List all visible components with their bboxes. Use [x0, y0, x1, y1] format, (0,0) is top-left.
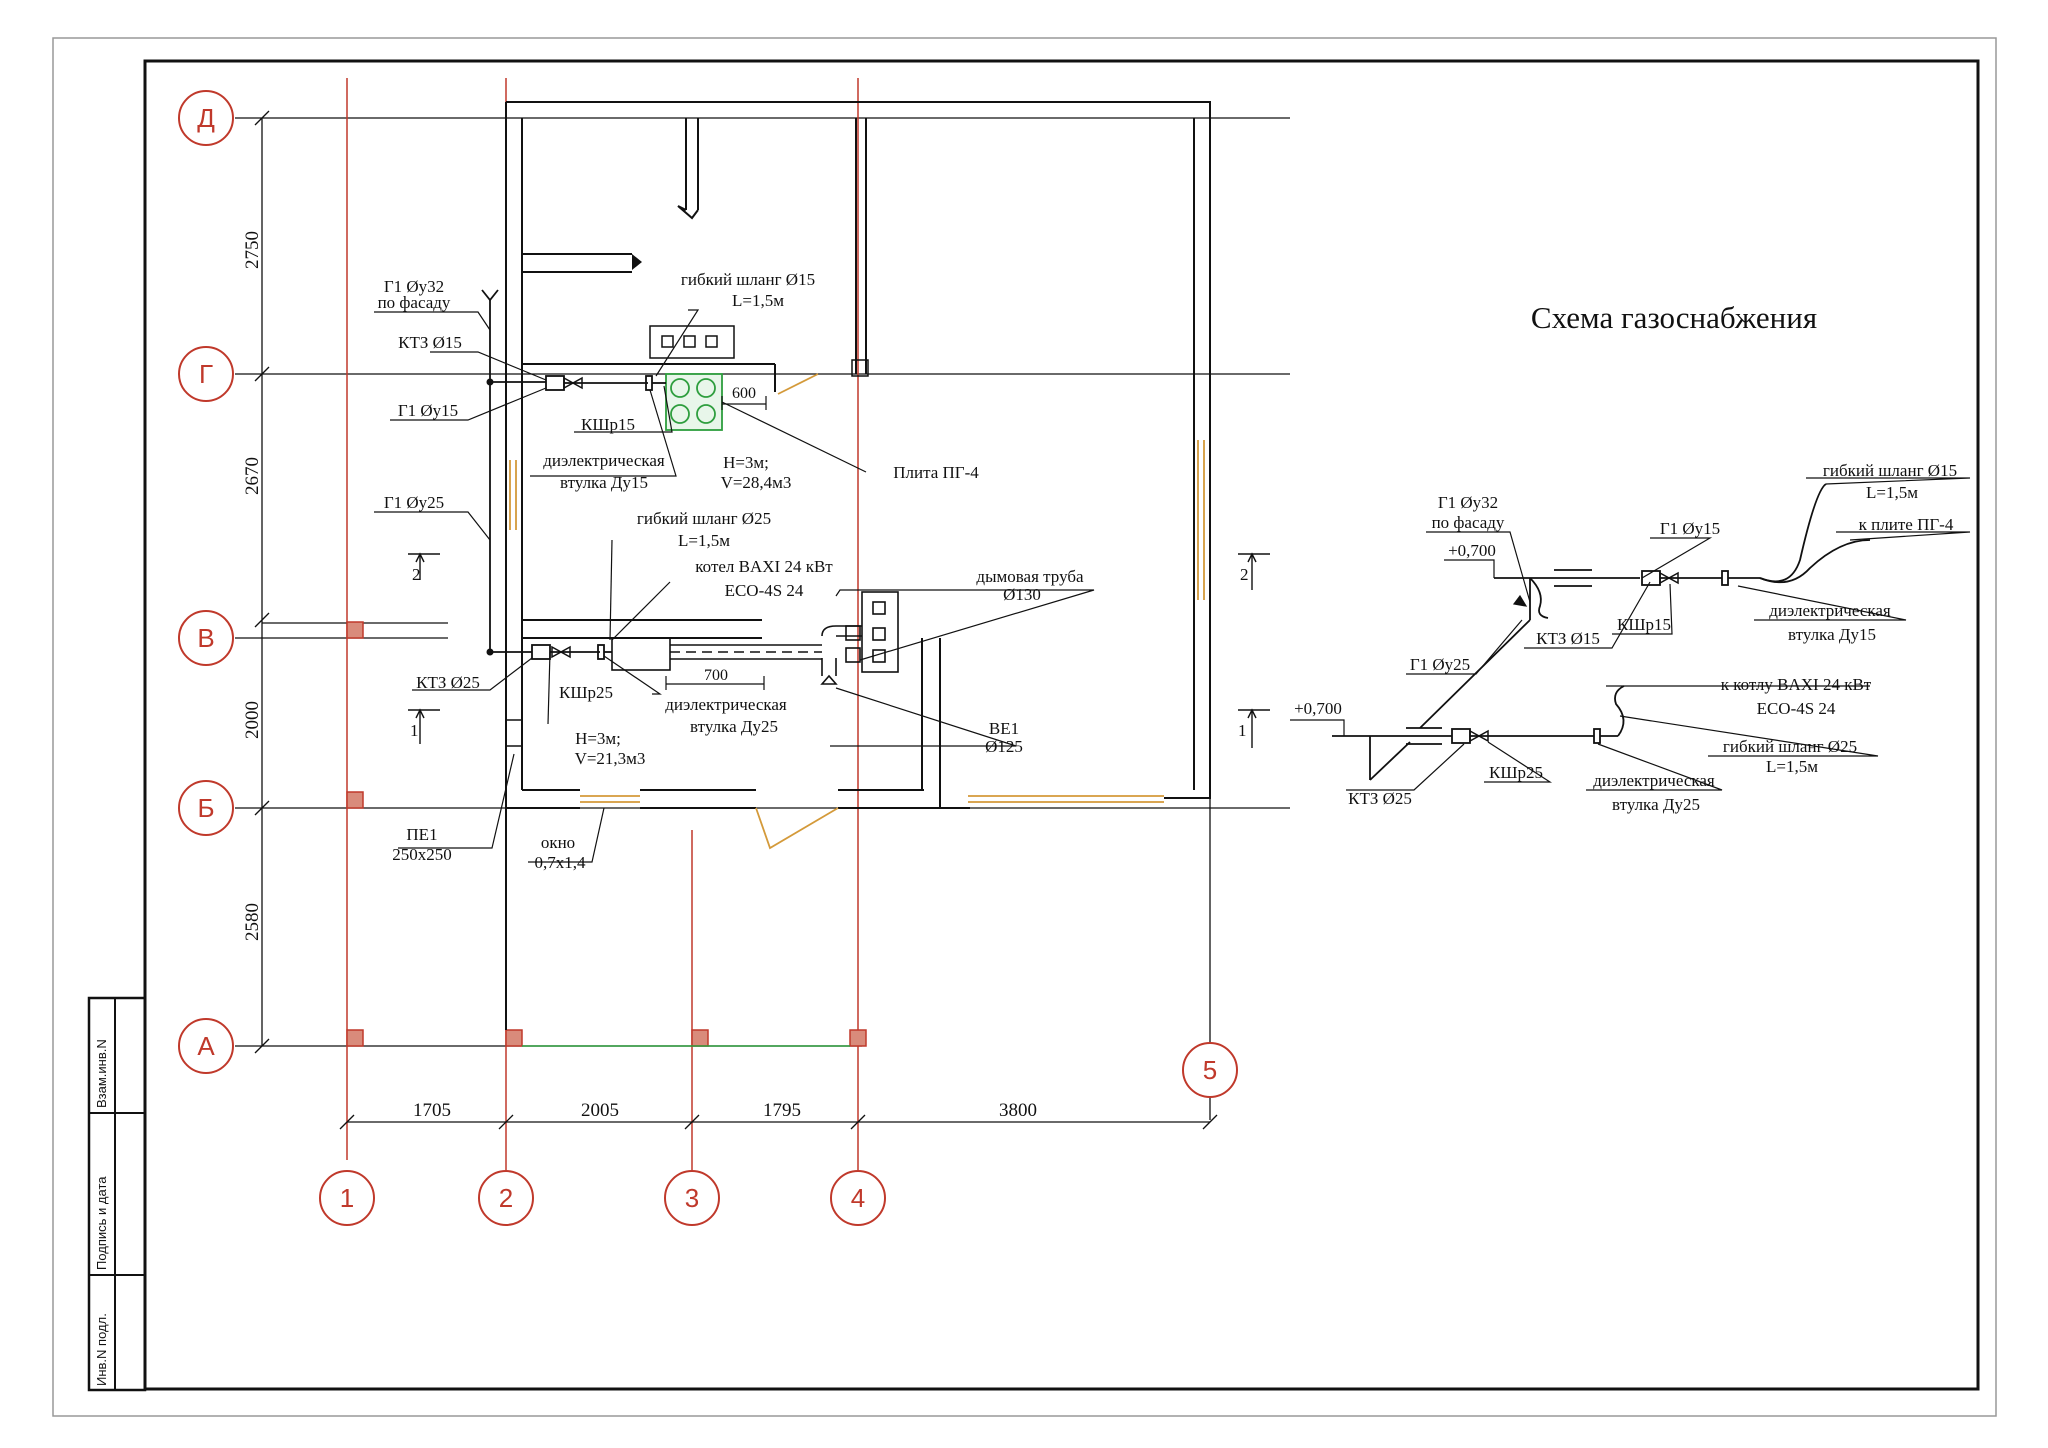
- dim-2670: 2670: [242, 457, 263, 495]
- plan-section-1-right: 1: [1238, 721, 1247, 740]
- axis-row-a: А: [197, 1031, 215, 1061]
- plan-diel25-size: втулка Ду25: [690, 717, 778, 736]
- scheme-diel15: диэлектрическая: [1769, 601, 1891, 620]
- axis-row-b: Б: [197, 793, 214, 823]
- column-markers: [346, 621, 867, 1047]
- plan-diel15: диэлектрическая: [543, 451, 665, 470]
- dim-600: 600: [732, 385, 756, 402]
- plan-g1-32-facade: по фасаду: [378, 293, 451, 312]
- stove: [649, 325, 735, 431]
- plan-kshr15: КШр15: [581, 415, 635, 434]
- side-stamp: Взам.инв.N Подпись и дата Инв.N подл.: [87, 996, 147, 1392]
- plan-diel15-size: втулка Ду15: [560, 473, 648, 492]
- plan-stove-label: Плита ПГ-4: [893, 463, 979, 482]
- scheme-hose15: гибкий шланг Ø15: [1823, 461, 1957, 480]
- plan-ktz25: КТЗ Ø25: [416, 673, 480, 692]
- stamp-inv: Инв.N подл.: [94, 1313, 109, 1386]
- scheme-g1-15: Г1 Øу15: [1660, 519, 1720, 538]
- plan-be1-diameter: Ø125: [985, 737, 1023, 756]
- plan-room2-volume: V=21,3м3: [575, 749, 646, 768]
- plan-hose25: гибкий шланг Ø25: [637, 509, 771, 528]
- axis-col-1: 1: [340, 1183, 354, 1213]
- inner-frame: [143, 59, 1980, 1391]
- scheme-diel25: диэлектрическая: [1593, 771, 1715, 790]
- walls: [505, 101, 1211, 1030]
- scheme-hose25: гибкий шланг Ø25: [1723, 737, 1857, 756]
- plan-flue: дымовая труба: [976, 567, 1084, 586]
- plan-kshr25: КШр25: [559, 683, 613, 702]
- scheme-valves: [1469, 571, 1679, 743]
- outer-frame: [52, 37, 1997, 1417]
- vertical-dim-ticks: [254, 110, 270, 1054]
- axis-row-v: В: [197, 623, 214, 653]
- plan-g1-32: Г1 Øу32: [384, 277, 444, 296]
- dim-2580: 2580: [242, 903, 263, 941]
- dim-2005: 2005: [581, 1100, 619, 1121]
- openings: [509, 373, 1205, 850]
- axis-row-d: Д: [197, 103, 215, 133]
- plan-hose15-length: L=1,5м: [732, 291, 784, 310]
- scheme-g1-32-facade: по фасаду: [1432, 513, 1505, 532]
- scheme-g1-32: Г1 Øу32: [1438, 493, 1498, 512]
- scheme-hose25-length: L=1,5м: [1766, 757, 1818, 776]
- scheme-to-boiler-model: ECO-4S 24: [1757, 699, 1836, 718]
- axis-col-2: 2: [499, 1183, 513, 1213]
- dim-1705: 1705: [413, 1100, 451, 1121]
- axis-col-5: 5: [1203, 1055, 1217, 1085]
- stamp-vzam: Взам.инв.N: [94, 1039, 109, 1108]
- section-marks: [408, 552, 1270, 748]
- scheme-to-boiler: к котлу BAXI 24 кВт: [1721, 675, 1872, 694]
- dim-3800: 3800: [999, 1100, 1037, 1121]
- boiler: [611, 591, 899, 685]
- plan-window: окно: [541, 833, 575, 852]
- plan-be1: ВЕ1: [989, 719, 1019, 738]
- plan-flue-diameter: Ø130: [1003, 585, 1041, 604]
- plan-g1-25: Г1 Øу25: [384, 493, 444, 512]
- plan-pe1-size: 250х250: [392, 845, 452, 864]
- axis-col-3: 3: [685, 1183, 699, 1213]
- scheme-elev-bottom: +0,700: [1294, 699, 1342, 718]
- scheme-kshr25: КШр25: [1489, 763, 1543, 782]
- plan-hose25-length: L=1,5м: [678, 531, 730, 550]
- drawing-title: Схема газоснабжения: [1531, 300, 1817, 335]
- plan-section-2-right: 2: [1240, 565, 1249, 584]
- scheme-elev-top: +0,700: [1448, 541, 1496, 560]
- plan-pe1: ПЕ1: [406, 825, 437, 844]
- scheme-ktz15: КТЗ Ø15: [1536, 629, 1600, 648]
- scheme-leaders: [1290, 477, 1971, 791]
- scheme-diel25-size: втулка Ду25: [1612, 795, 1700, 814]
- dim-2750: 2750: [242, 231, 263, 269]
- plan-boiler-model: ECO-4S 24: [725, 581, 804, 600]
- scheme-to-stove: к плите ПГ-4: [1859, 515, 1954, 534]
- scheme-hose15-length: L=1,5м: [1866, 483, 1918, 502]
- scheme-g1-25: Г1 Øу25: [1410, 655, 1470, 674]
- plan-room1-height: H=3м;: [723, 453, 769, 472]
- stamp-podpis: Подпись и дата: [94, 1176, 109, 1270]
- plan-leaders: [374, 309, 1095, 863]
- plan-g1-15: Г1 Øу15: [398, 401, 458, 420]
- scheme-diel15-size: втулка Ду15: [1788, 625, 1876, 644]
- plan-hose15: гибкий шланг Ø15: [681, 270, 815, 289]
- dim-2000: 2000: [242, 701, 263, 739]
- plan-section-1-left: 1: [410, 721, 419, 740]
- plan-ktz15: КТЗ Ø15: [398, 333, 462, 352]
- plan-room2-height: H=3м;: [575, 729, 621, 748]
- scheme-kshr15: КШр15: [1617, 615, 1671, 634]
- axis-col-4: 4: [851, 1183, 865, 1213]
- scheme-ktz25: КТЗ Ø25: [1348, 789, 1412, 808]
- plan-room1-volume: V=28,4м3: [721, 473, 792, 492]
- plan-boiler: котел BAXI 24 кВт: [695, 557, 833, 576]
- plan-diel25: диэлектрическая: [665, 695, 787, 714]
- axis-row-g: Г: [199, 359, 213, 389]
- plan-section-2-left: 2: [412, 565, 421, 584]
- dim-1795: 1795: [763, 1100, 801, 1121]
- plan-window-size: 0,7х1,4: [535, 853, 587, 872]
- dim-700: 700: [704, 667, 728, 684]
- plan-valves: [551, 376, 583, 659]
